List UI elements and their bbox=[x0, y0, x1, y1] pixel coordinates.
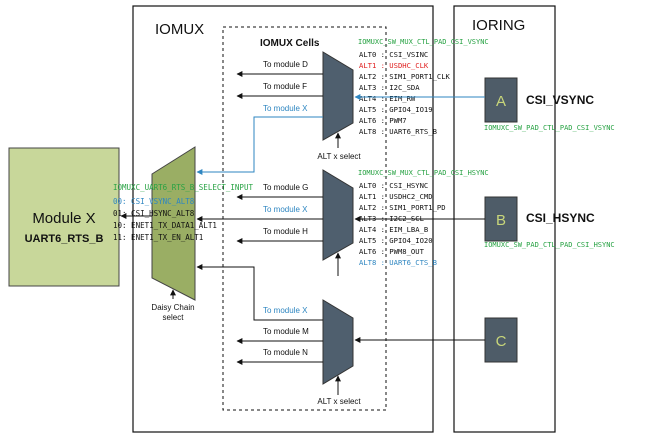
pad-b-name: CSI_HSYNC bbox=[526, 211, 595, 225]
mux2-alt2: ALT2 : SIM1_PORT1_PD bbox=[359, 203, 446, 212]
pad-c bbox=[484, 317, 518, 363]
pad-a-ctl: IOMUXC_SW_PAD_CTL_PAD_CSI_VSYNC bbox=[484, 124, 615, 132]
mux1-blue-path bbox=[196, 116, 323, 175]
mux1-alt3: ALT3 : I2C_SDA bbox=[359, 83, 420, 92]
mux2-alt0: ALT0 : CSI_HSYNC bbox=[359, 181, 428, 190]
mux3 bbox=[322, 299, 354, 385]
mux2-out-g: To module G bbox=[263, 183, 308, 192]
mux2-alt1: ALT1 : USDHC2_CMD bbox=[359, 192, 433, 201]
daisy-option-10: 10: ENET1_TX_DATA1_ALT1 bbox=[113, 221, 217, 230]
daisy-option-11: 11: ENET1_TX_EN_ALT1 bbox=[113, 233, 203, 242]
pad-a bbox=[484, 77, 518, 123]
module-x-box bbox=[8, 147, 120, 287]
pad-a-letter: A bbox=[496, 93, 506, 110]
mux2 bbox=[322, 169, 354, 261]
module-x-signal: UART6_RTS_B bbox=[25, 233, 104, 245]
mux2-alt6: ALT6 : PWM8_OUT bbox=[359, 247, 425, 256]
mux3-out-m: To module M bbox=[263, 327, 309, 336]
daisy-ctl-label: IOMUXC_UART6_RTS_B_SELECT_INPUT bbox=[113, 183, 253, 192]
mux1-alt0: ALT0 : CSI_VSINC bbox=[359, 50, 428, 59]
mux1-alt6: ALT6 : PWM7 bbox=[359, 116, 407, 125]
mux2-ctl-label: IOMUXC_SW_MUX_CTL_PAD_CSI_HSYNC bbox=[358, 169, 489, 177]
mux1-alt1: ALT1 : USDHC_CLK bbox=[359, 61, 429, 70]
mux2-alt4: ALT4 : EIM_LBA_B bbox=[359, 225, 428, 234]
mux3-out-n: To module N bbox=[263, 348, 308, 357]
mux1-select-label: ALT x select bbox=[317, 152, 361, 161]
mux3-out-x: To module X bbox=[263, 306, 308, 315]
mux1-alt8: ALT8 : UART6_RTS_B bbox=[359, 127, 437, 136]
mux1 bbox=[322, 51, 354, 141]
mux1-alt5: ALT5 : GPIO4_IO19 bbox=[359, 105, 433, 114]
iomux-title: IOMUX bbox=[155, 21, 204, 38]
daisy-chain-mux bbox=[151, 146, 196, 301]
daisy-label-line2: select bbox=[163, 313, 185, 322]
mux3-select-label: ALT x select bbox=[317, 397, 361, 406]
mux2-alt5: ALT5 : GPIO4_IO20 bbox=[359, 236, 433, 245]
ioring-title: IORING bbox=[472, 17, 525, 34]
pad-b-letter: B bbox=[496, 212, 506, 229]
mux1-ctl-label: IOMUXC_SW_MUX_CTL_PAD_CSI_VSYNC bbox=[358, 38, 489, 46]
mux1-out-x: To module X bbox=[263, 104, 308, 113]
mux1-out-d: To module D bbox=[263, 60, 308, 69]
mux1-alt4: ALT4 : EIM_RW bbox=[359, 94, 416, 103]
mux1-alt2: ALT2 : SIM1_PORT1_CLK bbox=[359, 72, 451, 81]
pad-b bbox=[484, 196, 518, 242]
pad-b-ctl: IOMUXC_SW_PAD_CTL_PAD_CSI_HSYNC bbox=[484, 241, 615, 249]
pad-a-name: CSI_VSYNC bbox=[526, 93, 594, 107]
mux1-out-f: To module F bbox=[263, 82, 307, 91]
daisy-option-00: 00: CSI_VSYNC_ALT8 bbox=[113, 197, 195, 206]
mux2-out-h: To module H bbox=[263, 227, 308, 236]
pad-c-letter: C bbox=[496, 333, 507, 350]
daisy-label-line1: Daisy Chain bbox=[151, 303, 194, 312]
iomux-cells-title: IOMUX Cells bbox=[260, 38, 320, 49]
daisy-option-01: 01: CSI_HSYNC_ALT8 bbox=[113, 209, 195, 218]
module-x-name: Module X bbox=[32, 210, 95, 227]
mux2-alt8: ALT8 : UART6_CTS_B bbox=[359, 258, 437, 267]
mux3-to-daisy bbox=[196, 264, 323, 321]
mux2-out-x: To module X bbox=[263, 205, 308, 214]
